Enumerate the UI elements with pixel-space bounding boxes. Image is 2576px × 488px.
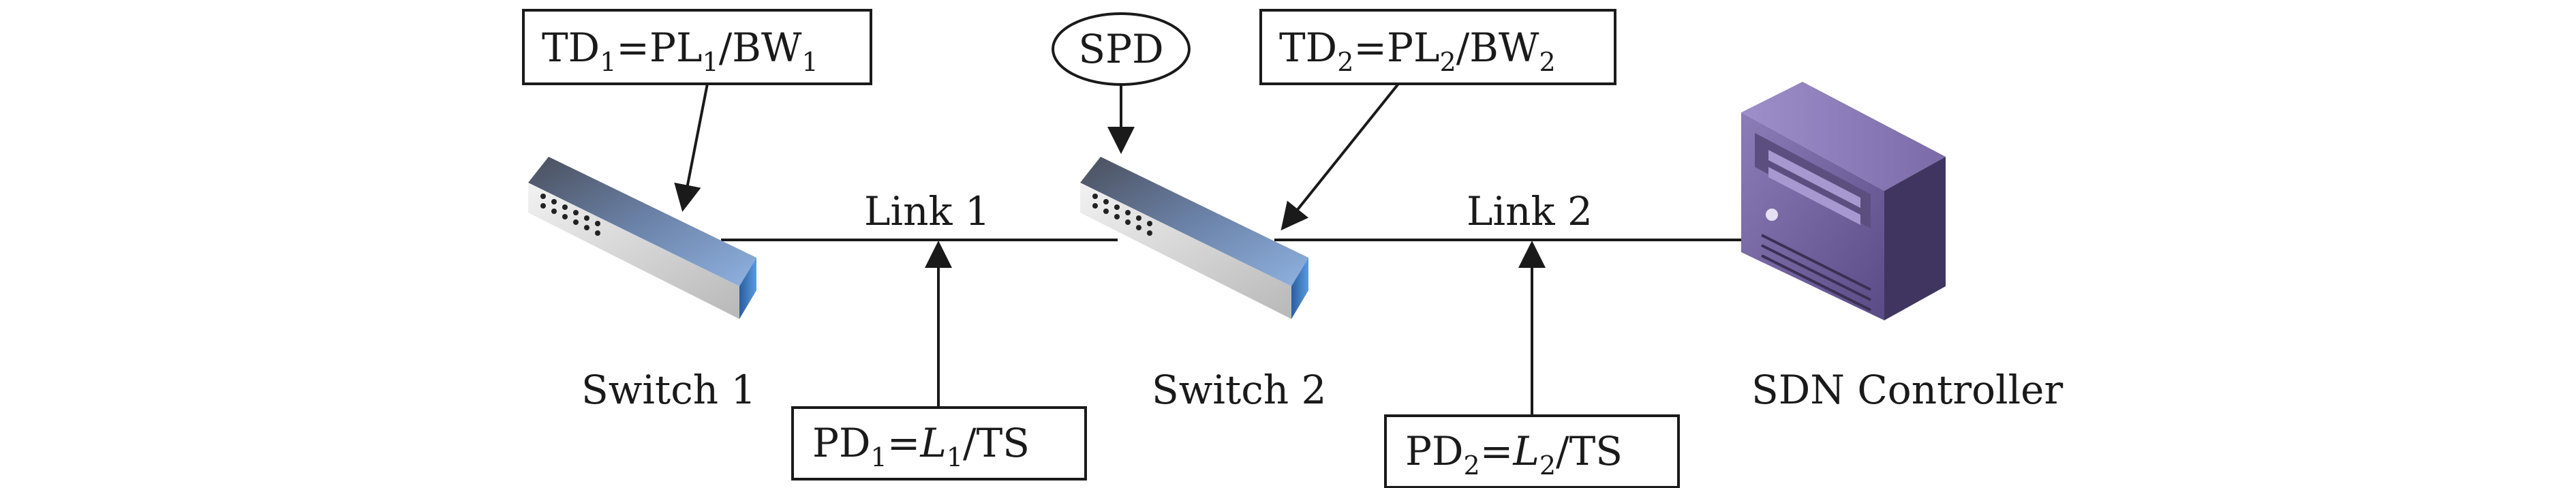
controller-label: SDN Controller <box>1751 367 2063 413</box>
link1-label: Link 1 <box>864 188 990 234</box>
pd2-box <box>1384 414 1680 488</box>
switch2-icon <box>1080 157 1308 319</box>
pd1-box <box>791 406 1087 481</box>
td1-box <box>522 9 872 85</box>
td2-arrow <box>1281 82 1400 231</box>
td1-arrow <box>674 83 709 212</box>
pd2-formula: PD2=L2/TS <box>1405 428 1623 481</box>
td1-formula: TD1=PL1/BW1 <box>542 25 818 77</box>
switch1-icon <box>528 157 756 319</box>
switch1-label: Switch 1 <box>581 367 756 413</box>
pd1-formula: PD1=L1/TS <box>812 420 1030 472</box>
link2-label: Link 2 <box>1467 188 1593 234</box>
td2-formula: TD2=PL2/BW2 <box>1279 25 1556 77</box>
server-tower-icon <box>1741 82 1946 320</box>
switch2-label: Switch 2 <box>1152 367 1326 413</box>
td2-box <box>1259 9 1616 85</box>
spd-label: SPD <box>1078 26 1163 72</box>
